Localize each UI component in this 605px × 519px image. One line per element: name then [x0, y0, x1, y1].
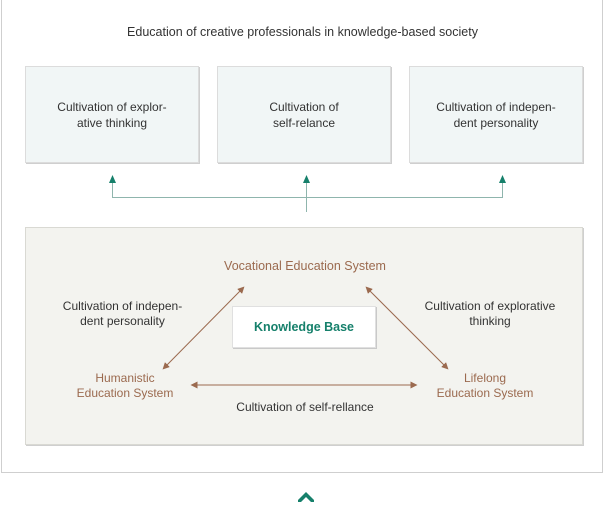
lifelong-system-label: Lifelong Education System	[436, 371, 534, 400]
relation-self-reliance-label: Cultivation of self-rellance	[236, 400, 374, 414]
humanistic-system-label: Humanistic Education System	[76, 371, 174, 400]
knowledge-base-box: Knowledge Base	[232, 306, 376, 348]
relation-independent-label: Cultivation of indepen- dent personality	[62, 299, 183, 328]
diagram-title: Education of creative professionals in k…	[127, 25, 478, 39]
top-box-self-reliance: Cultivation of self-relance	[217, 66, 391, 163]
vocational-system-label: Vocational Education System	[224, 259, 386, 273]
top-box-independent: Cultivation of indepen- dent personality	[409, 66, 583, 163]
chevron-up-icon[interactable]	[297, 488, 315, 502]
top-box-explorative: Cultivation of explor- ative thinking	[25, 66, 199, 163]
up-arrowheads	[109, 175, 506, 183]
relation-explorative-label: Cultivation of explorative thinking	[424, 299, 556, 328]
